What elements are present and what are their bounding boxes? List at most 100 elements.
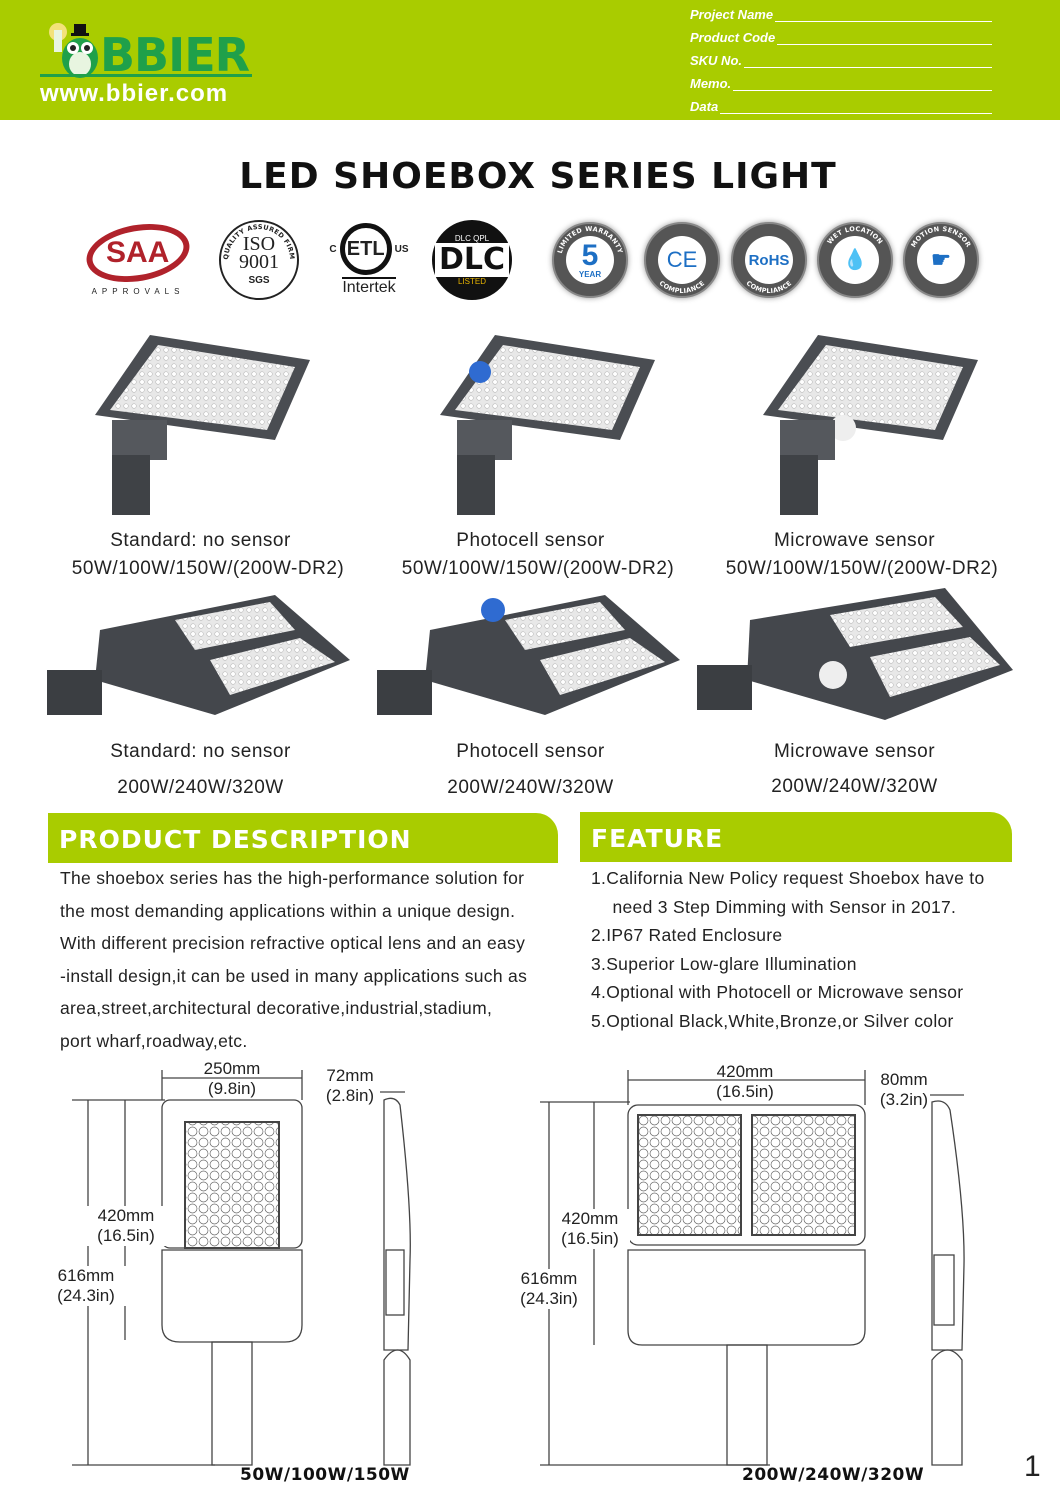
form-data[interactable]: Data (690, 96, 992, 114)
drawing-double-side (930, 1094, 965, 1466)
logo-underline (40, 74, 252, 77)
ce-text: CE (666, 247, 698, 272)
rohs-ring: COMPLIANCE (745, 279, 794, 295)
dim-in: (16.5in) (561, 1229, 619, 1248)
feature-item: need 3 Step Dimming with Sensor in 2017. (597, 896, 957, 917)
form-line[interactable] (720, 102, 992, 114)
product-watts: 200W/240W/320W (447, 777, 614, 798)
product-image-microwave-double (697, 588, 1013, 720)
product-name: Microwave sensor (773, 530, 936, 551)
svg-text:COMPLIANCE: COMPLIANCE (658, 279, 707, 295)
product-watts: 50W/100W/150W/(200W-DR2) (71, 558, 345, 579)
iso-ring-text: QUALITY ASSURED FIRM (222, 223, 296, 260)
etl-logo: C ETL US Intertek (328, 220, 410, 300)
dim-in: (24.3in) (520, 1289, 578, 1308)
form-line[interactable] (744, 56, 992, 68)
svg-text:MOTION SENSOR: MOTION SENSOR (909, 225, 972, 249)
dimension-depth: 80mm(3.2in) (866, 1070, 942, 1110)
form-sku[interactable]: SKU No. (690, 50, 992, 68)
product-description-text: The shoebox series has the high-performa… (60, 862, 560, 1057)
technical-drawings (72, 1070, 965, 1466)
form-label: Data (690, 99, 719, 114)
form-label: SKU No. (690, 53, 742, 68)
feature-item: 3.Superior Low-glare Illumination (591, 953, 857, 974)
description-line: port wharf,roadway,etc. (60, 1030, 248, 1051)
page-title: LED SHOEBOX SERIES LIGHT (239, 156, 837, 197)
wet-ring-text: WET LOCATION (826, 225, 885, 246)
description-line: area,street,architectural decorative,ind… (60, 998, 493, 1018)
motion-sensor-badge: MOTION SENSOR ☛ (901, 220, 981, 300)
dim-in: (24.3in) (57, 1286, 115, 1305)
product-image-microwave-single (763, 335, 978, 515)
page-number: 1 (1024, 1450, 1041, 1483)
dim-in: (16.5in) (97, 1226, 155, 1245)
saa-sub: APPROVALS (91, 286, 185, 296)
dlc-top: DLC QPL (454, 234, 490, 243)
etl-c: C (329, 243, 337, 255)
product-name: Standard: no sensor (110, 530, 291, 551)
product-name: Photocell sensor (456, 741, 605, 762)
description-line: -install design,it can be used in many a… (60, 965, 528, 986)
form-label: Memo. (690, 76, 732, 91)
drawing-model-label: 200W/240W/320W (742, 1465, 925, 1485)
svg-text:WET LOCATION: WET LOCATION (826, 225, 885, 246)
form-label: Product Code (690, 30, 776, 45)
description-line: the most demanding applications within a… (60, 900, 516, 921)
dimension-total-length: 616mm(24.3in) (509, 1269, 589, 1309)
dimension-total-length: 616mm(24.3in) (46, 1266, 126, 1306)
dimension-depth: 72mm(2.8in) (310, 1066, 390, 1106)
dlc-text: DLC (434, 243, 510, 277)
motion-sensor-ring: MOTION SENSOR (909, 225, 972, 249)
warranty-number: 5 (581, 239, 599, 272)
form-product-code[interactable]: Product Code (690, 27, 992, 45)
form-label: Project Name (690, 7, 774, 22)
warranty-ring-text: LIMITED WARRANTY (556, 225, 624, 254)
product-name: Standard: no sensor (110, 741, 291, 762)
dim-in: (16.5in) (716, 1082, 774, 1101)
ce-ring: COMPLIANCE (658, 279, 707, 295)
dim-in: (9.8in) (207, 1079, 257, 1098)
product-image-photocell-double (377, 595, 680, 715)
etl-us: US (394, 243, 409, 255)
iso-text: ISO 9001 (239, 232, 279, 273)
sgs-text: SGS (248, 274, 270, 286)
product-watts: 200W/240W/320W (117, 777, 284, 798)
product-name: Photocell sensor (456, 530, 605, 551)
product-watts: 50W/100W/150W/(200W-DR2) (725, 558, 999, 579)
ce-ring-text: COMPLIANCE (658, 279, 706, 295)
feature-list: 1.California New Policy request Shoebox … (591, 864, 1021, 1036)
description-line: The shoebox series has the high-performa… (60, 868, 525, 888)
dlc-bottom: LISTED (457, 277, 486, 286)
dim-in: (2.8in) (325, 1086, 375, 1105)
svg-text:LIMITED WARRANTY: LIMITED WARRANTY (556, 225, 624, 254)
svg-text:QUALITY ASSURED FIRM: QUALITY ASSURED FIRM (222, 223, 296, 260)
etl-text: ETL (346, 237, 385, 260)
product-watts: 200W/240W/320W (771, 776, 938, 797)
drawing-double-front (540, 1070, 866, 1466)
brand-logo: BBIER (100, 28, 250, 82)
dim-mm: 420mm (716, 1062, 774, 1081)
warranty-ring: LIMITED WARRANTY (556, 225, 624, 254)
feature-item: 5.Optional Black,White,Bronze,or Silver … (591, 1010, 954, 1031)
dimension-head-length: 420mm(16.5in) (86, 1206, 166, 1246)
rohs-ring-text: COMPLIANCE (745, 279, 793, 295)
product-image-standard-double (47, 595, 350, 715)
dimension-width: 420mm(16.5in) (695, 1062, 795, 1102)
form-line[interactable] (733, 79, 992, 91)
motion-ring-text: MOTION SENSOR (909, 225, 972, 249)
form-project-name[interactable]: Project Name (690, 4, 992, 22)
form-line[interactable] (775, 10, 992, 22)
form-line[interactable] (777, 33, 992, 45)
svg-text:COMPLIANCE: COMPLIANCE (745, 279, 794, 295)
form-memo[interactable]: Memo. (690, 73, 992, 91)
dim-mm: 616mm (520, 1269, 578, 1288)
product-watts: 50W/100W/150W/(200W-DR2) (401, 558, 675, 579)
dim-mm: 80mm (880, 1070, 928, 1089)
iso-logo: QUALITY ASSURED FIRM ISO 9001 SGS (218, 220, 300, 300)
dim-mm: 250mm (203, 1059, 261, 1078)
ce-badge: COMPLIANCE CE (642, 220, 722, 300)
dim-mm: 72mm (326, 1066, 374, 1085)
intertek-text: Intertek (342, 277, 396, 296)
dim-mm: 616mm (57, 1266, 115, 1285)
feature-item: 1.California New Policy request Shoebox … (591, 868, 985, 888)
